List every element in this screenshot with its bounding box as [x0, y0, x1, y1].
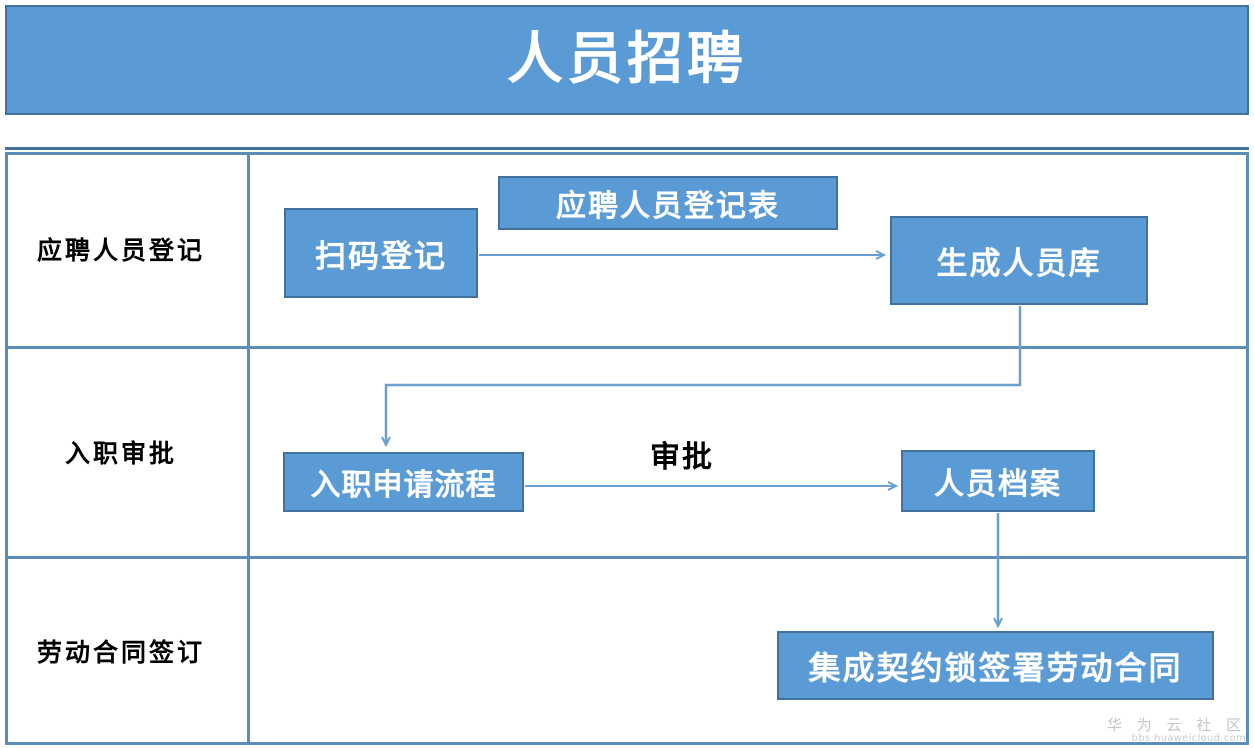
grid-line-left-edge [5, 152, 8, 745]
grid-line-label-column [247, 152, 250, 745]
swimlane-label-onboarding-approval: 入职审批 [0, 348, 242, 556]
swimlane-label-labor-contract: 劳动合同签订 [0, 558, 242, 744]
node-label: 扫码登记 [315, 238, 447, 275]
grid-line-right-edge [1246, 152, 1249, 745]
swimlane-label-text: 应聘人员登记 [36, 236, 205, 265]
node-personnel-file[interactable]: 人员档案 [901, 450, 1095, 512]
grid-line-top [5, 152, 1249, 155]
node-label: 集成契约锁签署劳动合同 [808, 648, 1183, 687]
node-label: 应聘人员登记表 [556, 189, 780, 224]
node-scan-registration[interactable]: 扫码登记 [284, 208, 478, 298]
swimlane-label-text: 入职审批 [64, 439, 177, 468]
node-label: 入职申请流程 [310, 468, 497, 503]
watermark-brand: 华 为 云 社 区 [1106, 715, 1246, 734]
page-title: 人员招聘 [507, 27, 747, 92]
node-sign-labor-contract[interactable]: 集成契约锁签署劳动合同 [777, 631, 1214, 700]
watermark: 华 为 云 社 区 bbs.huaweicloud.com [1106, 715, 1246, 744]
node-onboarding-application-process[interactable]: 入职申请流程 [283, 452, 524, 512]
node-label: 人员档案 [934, 467, 1062, 502]
banner-separator-band [5, 117, 1249, 150]
node-applicant-registration-form[interactable]: 应聘人员登记表 [498, 176, 838, 230]
page-title-banner: 人员招聘 [5, 5, 1249, 115]
grid-line-row2-bottom [5, 556, 1249, 559]
node-label: 生成人员库 [936, 246, 1102, 282]
node-generate-talent-pool[interactable]: 生成人员库 [890, 216, 1148, 305]
swimlane-label-text: 劳动合同签订 [36, 638, 205, 667]
grid-line-bottom [5, 742, 1249, 745]
watermark-url: bbs.huaweicloud.com [1131, 733, 1246, 744]
edge-label-approval: 审批 [650, 440, 714, 475]
swimlane-label-recruit-registration: 应聘人员登记 [0, 152, 242, 346]
